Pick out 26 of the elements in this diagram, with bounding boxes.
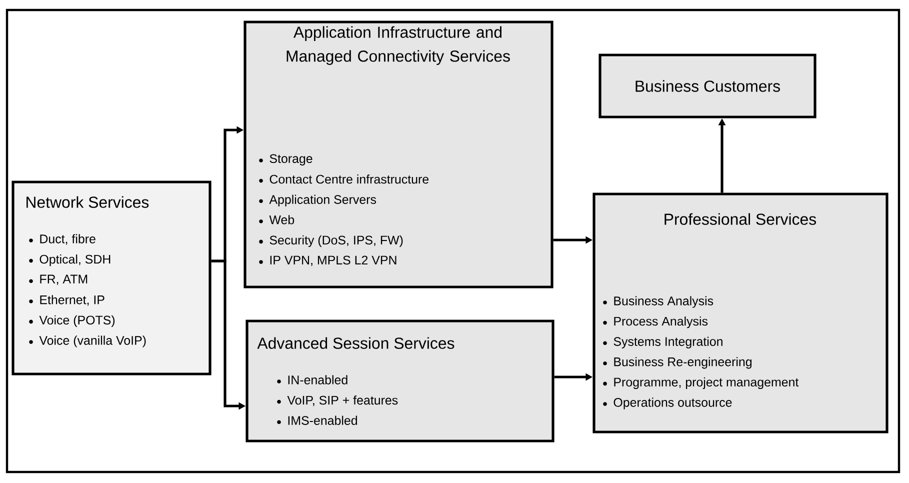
bullet-item: IMS-enabled: [277, 416, 357, 425]
bullet-item: Process Analysis: [603, 316, 708, 328]
bullet-item: Storage: [259, 154, 312, 166]
bullet-item: Programme, project management: [603, 377, 799, 389]
bullet-item: Business Analysis: [603, 296, 714, 308]
bullet-item: Systems Integration: [603, 336, 722, 348]
bullet-item: Business Re-engineering: [603, 357, 752, 369]
box-heading: Business Customers: [636, 80, 780, 92]
box-heading: Application Infrastructure and Managed Connectivity Services: [286, 26, 510, 65]
bullet-item: Contact Centre infrastructure: [259, 174, 429, 184]
bullet-item: Operations outsource: [603, 398, 732, 410]
box-heading: Advanced Session Services: [257, 337, 454, 349]
bullet-item: Application Servers: [259, 194, 376, 206]
box-heading: Professional Services: [664, 213, 816, 225]
bullet-item: VoIP, SIP + features: [277, 396, 398, 406]
bullet-item: Web: [259, 215, 294, 224]
bullet-item: IP VPN, MPLS L2 VPN: [259, 256, 396, 266]
bullet-item: IN-enabled: [277, 375, 348, 384]
bullet-item: Voice (vanilla VoIP): [29, 336, 146, 348]
bullet-item: Optical, SDH: [29, 254, 110, 266]
bullet-item: Voice (POTS): [29, 315, 115, 327]
bullet-item: Duct, fibre: [29, 234, 96, 245]
bullet-item: Security (DoS, IPS, FW): [259, 235, 403, 247]
bullet-item: Ethernet, IP: [29, 295, 104, 306]
box-heading: Network Services: [26, 196, 149, 208]
bullet-item: FR, ATM: [29, 274, 88, 285]
